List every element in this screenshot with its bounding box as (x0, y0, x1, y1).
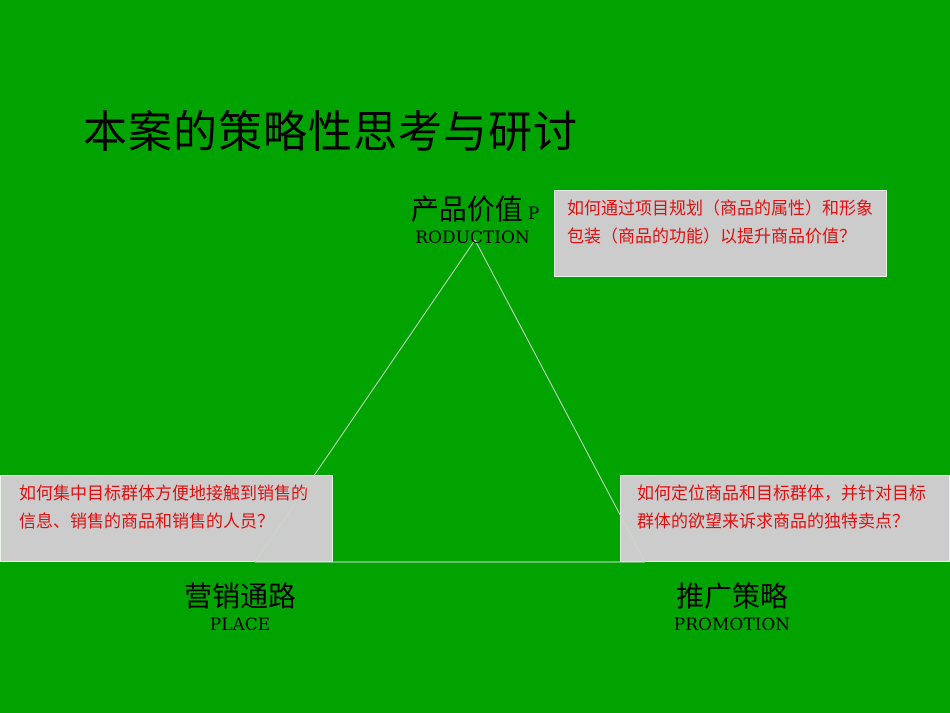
place-label-en: PLACE (209, 615, 271, 635)
slide-title: 本案的策略性思考与研讨 (83, 107, 578, 158)
product-label-zh: 产品价值 (410, 193, 523, 226)
place-node: 营销通路 PLACE (160, 580, 320, 636)
product-label-en: RODUCTION (415, 228, 530, 248)
product-label-p: P (527, 204, 540, 224)
place-label-zh: 营销通路 (183, 580, 296, 613)
promotion-node: 推广策略 PROMOTION (642, 580, 822, 636)
place-question-box: 如何集中目标群体方便地接触到销售的信息、销售的商品和销售的人员？ (0, 475, 333, 562)
product-node: 产品价值 P RODUCTION (395, 193, 555, 249)
product-question-box: 如何通过项目规划（商品的属性）和形象包装（商品的功能）以提升商品价值？ (554, 190, 887, 277)
triangle-left-edge (254, 239, 476, 563)
promotion-question-box: 如何定位商品和目标群体，并针对目标群体的欲望来诉求商品的独特卖点？ (620, 475, 950, 562)
triangle-right-edge (474, 239, 646, 563)
promotion-label-zh: 推广策略 (675, 580, 788, 613)
promotion-label-en: PROMOTION (673, 615, 791, 635)
